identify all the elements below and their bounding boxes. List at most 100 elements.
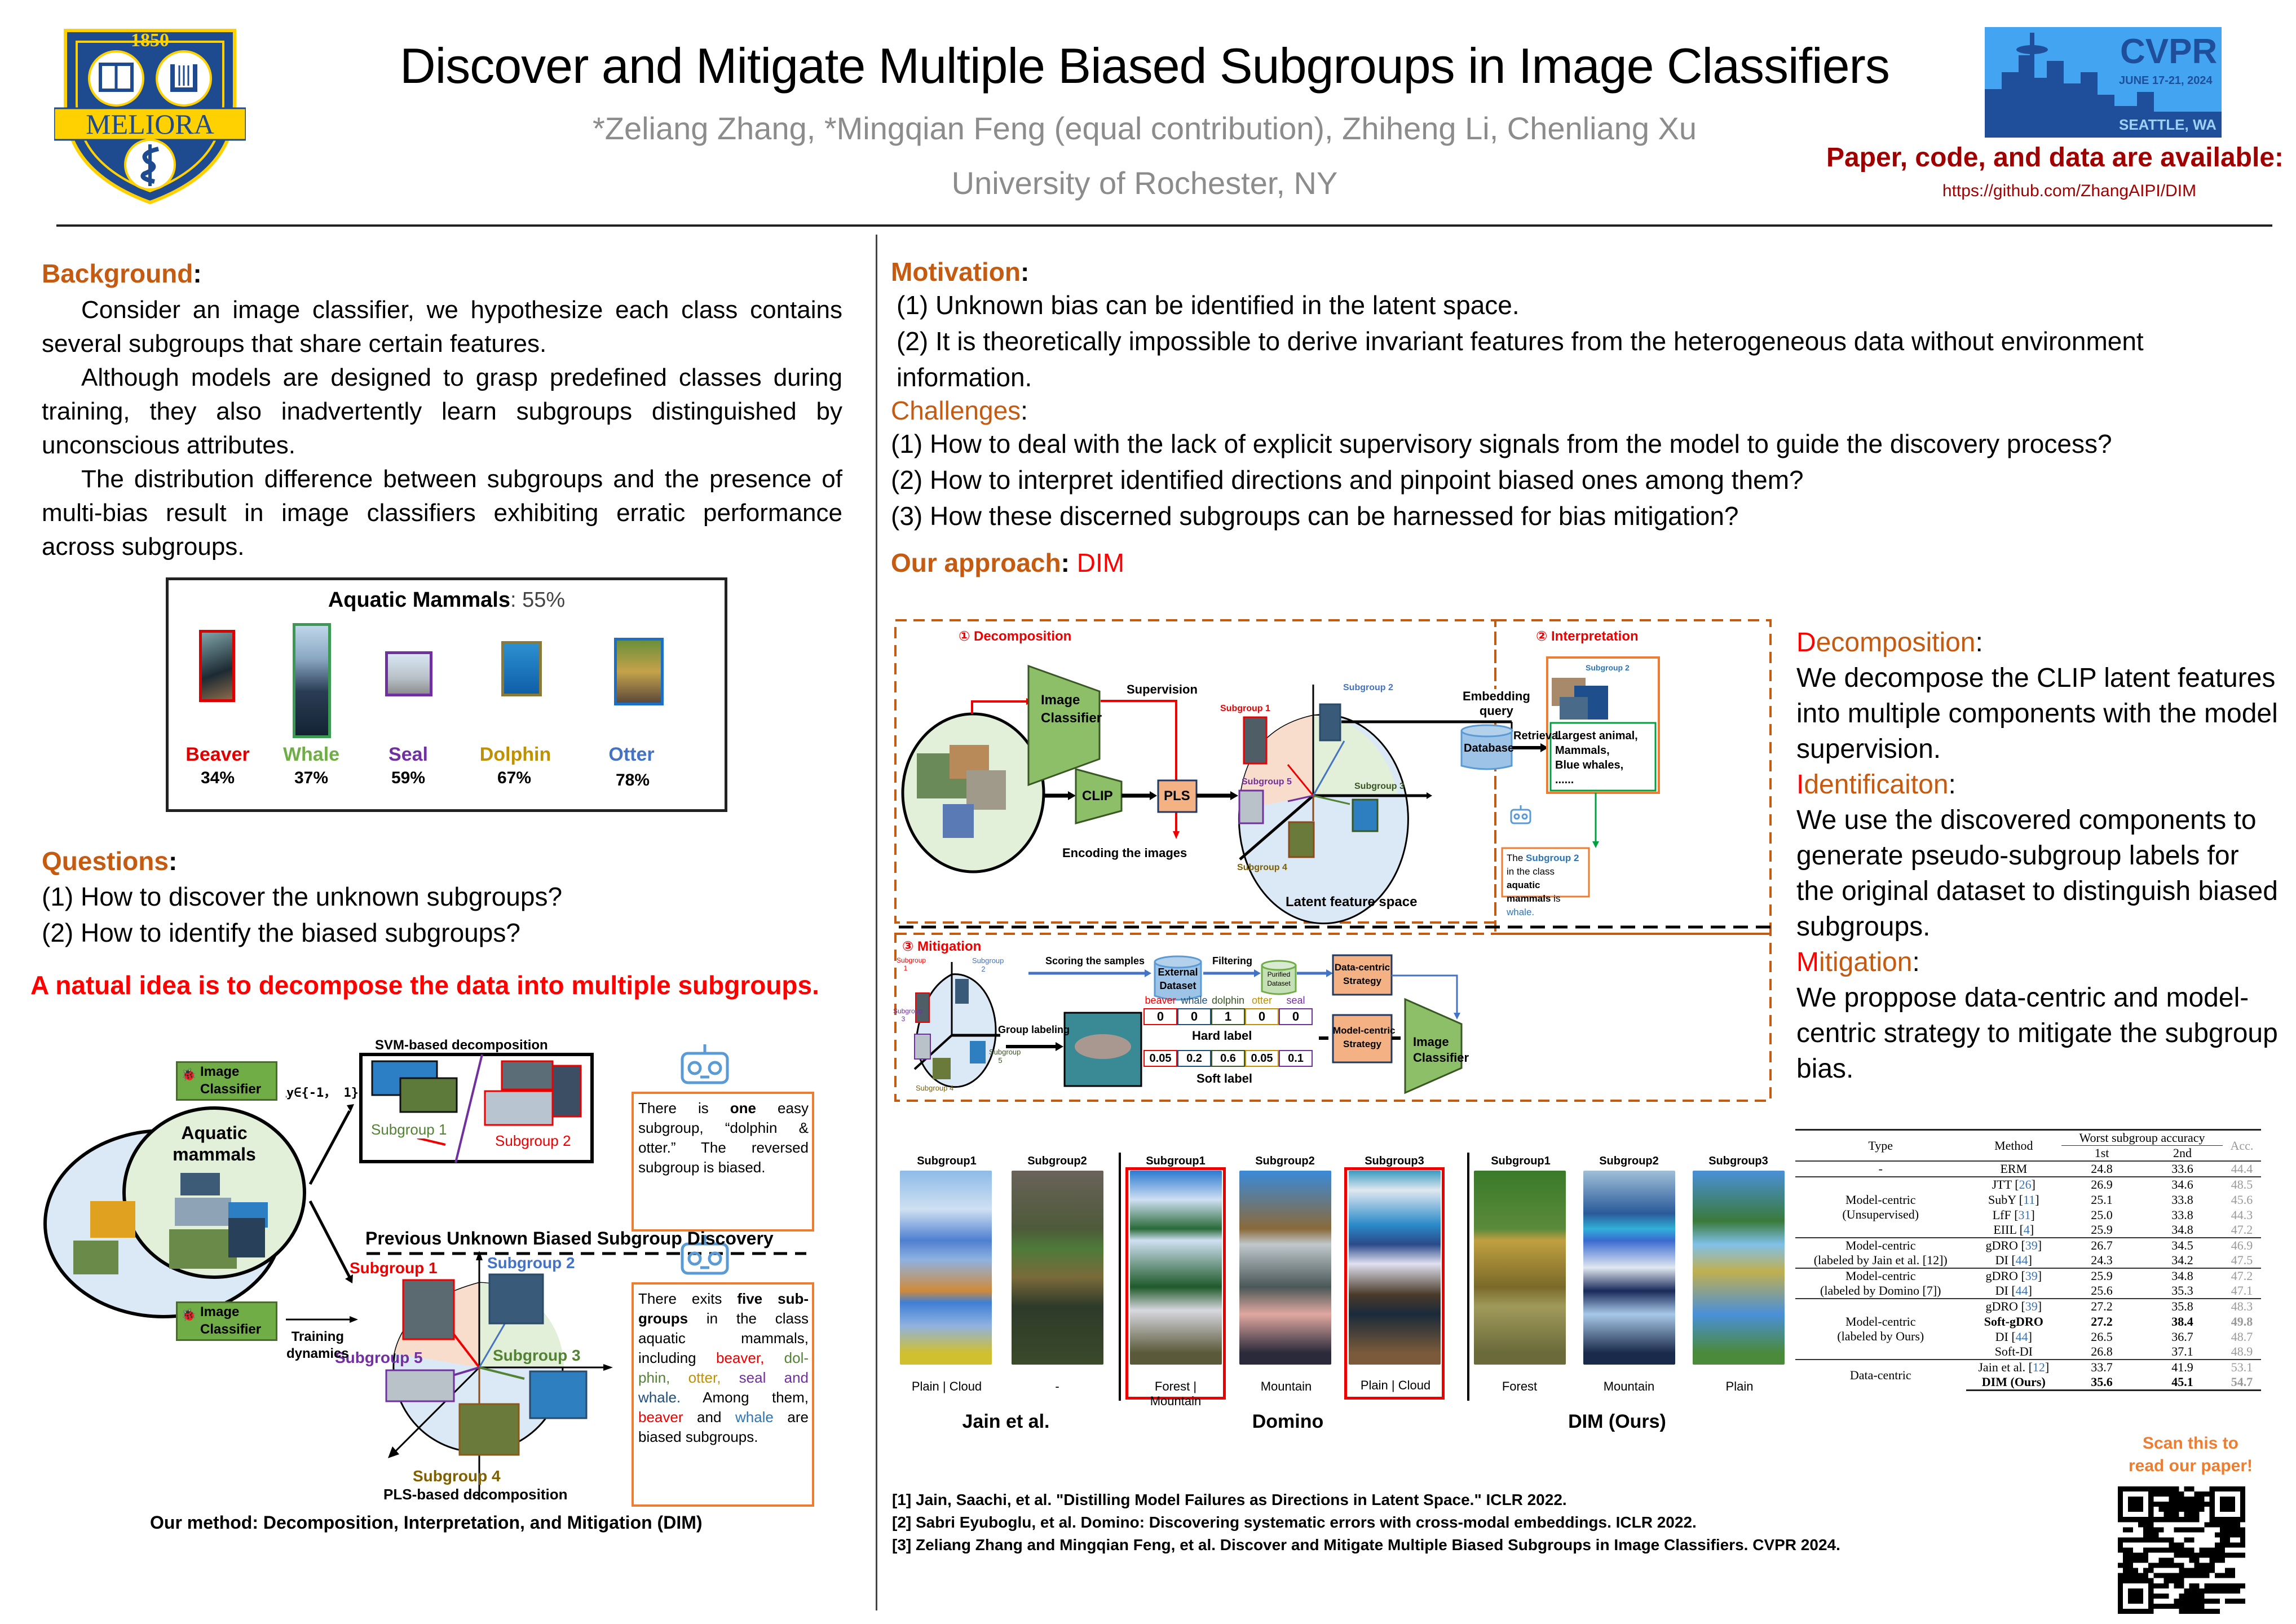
latent-subgroup-2: Subgroup 2 bbox=[1343, 683, 1393, 692]
background-paragraph: Although models are designed to grasp pr… bbox=[42, 364, 842, 459]
second-cell: 34.8 bbox=[2142, 1268, 2223, 1283]
latent-space-label: Latent feature space bbox=[1286, 894, 1418, 910]
animal-accuracy-beaver: 34% bbox=[200, 769, 235, 787]
github-link[interactable]: https://github.com/ZhangAIPI/DIM bbox=[1942, 182, 2197, 200]
col-type: Type bbox=[1795, 1129, 1966, 1161]
first-cell: 26.7 bbox=[2061, 1237, 2142, 1253]
dim-explanation: Decomposition: We decompose the CLIP lat… bbox=[1796, 625, 2281, 1087]
background-paragraph: Consider an image classifier, we hypothe… bbox=[42, 296, 842, 358]
interpretation-step-title: ② Interpretation bbox=[1536, 629, 1639, 644]
citation-link[interactable]: 11 bbox=[2023, 1192, 2036, 1207]
questions-section: Questions: (1) How to discover the unkno… bbox=[42, 846, 842, 951]
acc-cell: 46.9 bbox=[2222, 1237, 2261, 1253]
citation-link[interactable]: 44 bbox=[2015, 1329, 2028, 1344]
citation-link[interactable]: 12 bbox=[2032, 1360, 2045, 1374]
references: [1] Jain, Saachi, et al. "Distilling Mod… bbox=[892, 1489, 1840, 1556]
animal-accuracy-whale: 37% bbox=[294, 769, 329, 787]
first-cell: 33.7 bbox=[2061, 1359, 2142, 1375]
hard-label-cell: 0 bbox=[1245, 1008, 1279, 1025]
animal-accuracy-dolphin: 67% bbox=[497, 769, 532, 787]
animal-label-dolphin: Dolphin bbox=[479, 744, 551, 765]
first-cell: 25.9 bbox=[2061, 1268, 2142, 1283]
hard-label-cell: 0 bbox=[1279, 1008, 1313, 1025]
sample-image-column bbox=[1693, 1171, 1785, 1365]
subgroup-caption: Plain | Cloud bbox=[1360, 1378, 1431, 1392]
acc-cell: 45.6 bbox=[2231, 1192, 2253, 1207]
citation-link[interactable]: 31 bbox=[2018, 1207, 2031, 1222]
citation-link[interactable]: 44 bbox=[2015, 1283, 2028, 1298]
comparison-divider bbox=[1119, 1153, 1121, 1401]
second-cell: 36.7 bbox=[2171, 1329, 2193, 1344]
col-acc: Acc. bbox=[2222, 1129, 2261, 1161]
citation-link[interactable]: 4 bbox=[2023, 1223, 2030, 1237]
subgroup-header: Subgroup2 bbox=[1255, 1155, 1315, 1167]
method-cell: ERM bbox=[1966, 1160, 2062, 1177]
retrieved-subgroup-title: Subgroup 2 bbox=[1586, 663, 1630, 672]
svg-text:1850: 1850 bbox=[131, 30, 169, 51]
citation-link[interactable]: 26 bbox=[2019, 1177, 2032, 1191]
results-table-wrap: Type Method Worst subgroup accuracy Acc.… bbox=[1795, 1129, 2269, 1391]
type-cell: - bbox=[1795, 1160, 1966, 1177]
first-cell: 25.6 bbox=[2091, 1283, 2113, 1298]
robot-note-1: There is one easy subgroup, “dolphin & o… bbox=[638, 1100, 809, 1176]
citation-link[interactable]: 44 bbox=[2015, 1253, 2028, 1267]
soft-label-cell: 0.05 bbox=[1143, 1050, 1177, 1067]
acc-cell: 53.1 bbox=[2222, 1359, 2261, 1375]
second-cell: 33.8 bbox=[2171, 1192, 2193, 1207]
second-cell: 34.6 bbox=[2142, 1176, 2223, 1192]
filtering-label: Filtering bbox=[1212, 955, 1252, 967]
subgroup-caption: Mountain bbox=[1603, 1379, 1655, 1393]
sample-image-column bbox=[1583, 1171, 1675, 1365]
pls-title: PLS-based decomposition bbox=[383, 1486, 568, 1503]
citation-link[interactable]: 39 bbox=[2025, 1299, 2038, 1313]
mitig-subgroup-4: Subgroup 4 bbox=[916, 1084, 954, 1092]
method-cell: Soft-gDRO bbox=[1984, 1314, 2043, 1329]
whale-image bbox=[293, 623, 331, 738]
reference-item: [3] Zeliang Zhang and Mingqian Feng, et … bbox=[892, 1536, 1840, 1554]
qr-code[interactable] bbox=[2118, 1486, 2245, 1614]
col-method: Method bbox=[1966, 1129, 2062, 1161]
table-row: Model-centric(labeled by Ours)gDRO [39]2… bbox=[1795, 1298, 2261, 1360]
soft-label-cell: 0.6 bbox=[1211, 1050, 1245, 1067]
acc-cell: 47.2 bbox=[2231, 1223, 2253, 1237]
method-cell: SubY [11] bbox=[1988, 1192, 2039, 1207]
citation-link[interactable]: 39 bbox=[2025, 1269, 2038, 1283]
aquatic-title: Aquatic Mammals: 55% bbox=[328, 588, 566, 612]
highlight-box bbox=[1344, 1167, 1445, 1400]
soft-label-cell: 0.05 bbox=[1245, 1050, 1279, 1067]
seal-image bbox=[385, 651, 432, 696]
acc-cell: 48.3 bbox=[2222, 1298, 2261, 1314]
hard-label-cell: 0 bbox=[1177, 1008, 1211, 1025]
subgroup-caption: Plain | Cloud bbox=[911, 1379, 982, 1393]
sample-image-column bbox=[900, 1171, 992, 1365]
type-cell: Model-centric(labeled by Jain et al. [12… bbox=[1795, 1237, 1966, 1268]
key-idea: A natual idea is to decompose the data i… bbox=[30, 970, 819, 1000]
challenge-item: (3) How these discerned subgroups can be… bbox=[891, 501, 1739, 531]
acc-cell: 47.5 bbox=[2231, 1253, 2253, 1267]
comparison-divider bbox=[1467, 1153, 1469, 1401]
citation-link[interactable]: 39 bbox=[2025, 1238, 2038, 1252]
svm-subgroup-1: Subgroup 1 bbox=[371, 1121, 447, 1138]
col-second: 2nd bbox=[2173, 1146, 2192, 1160]
highlight-box bbox=[1125, 1167, 1226, 1400]
acc-cell: 48.9 bbox=[2231, 1344, 2253, 1358]
supervision-label: Supervision bbox=[1127, 682, 1198, 696]
mitig-subgroup-3: Subgroup 3 bbox=[893, 1007, 923, 1023]
sample-image-column bbox=[1239, 1171, 1331, 1365]
type-cell: Model-centric(labeled by Ours) bbox=[1795, 1298, 1966, 1360]
pls-subgroup-3: Subgroup 3 bbox=[493, 1347, 581, 1364]
acc-cell: 47.2 bbox=[2222, 1268, 2261, 1283]
method-cell: DI [44] bbox=[1995, 1253, 2032, 1267]
